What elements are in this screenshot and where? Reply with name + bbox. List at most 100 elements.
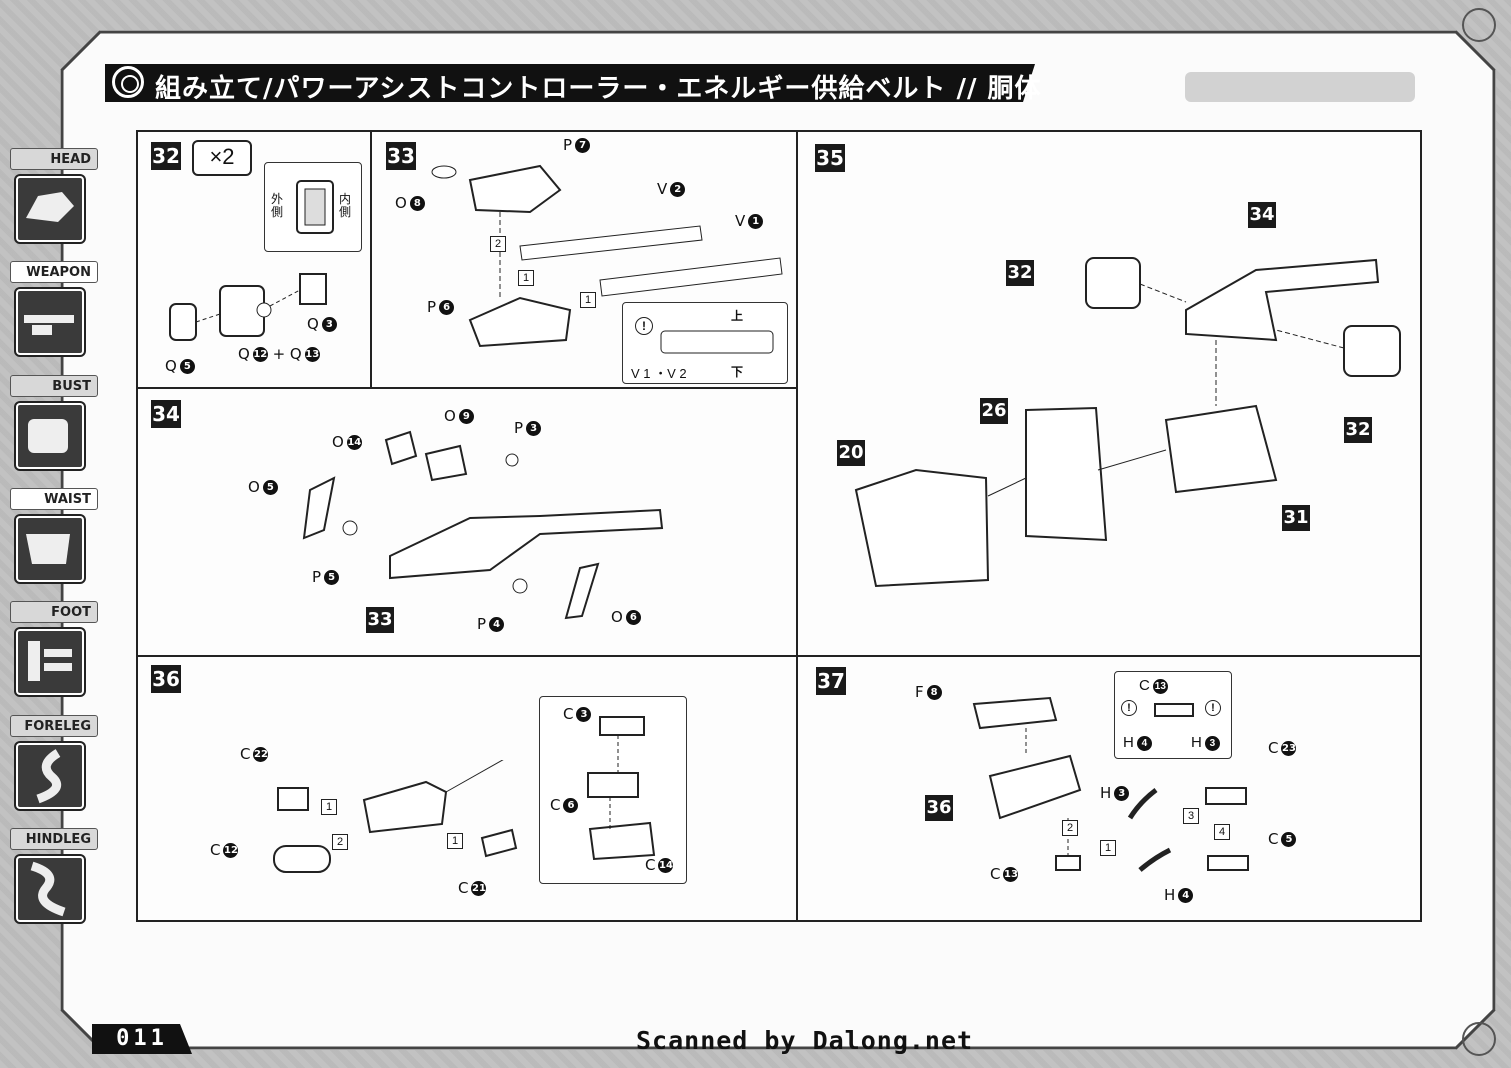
order-marker: 3 bbox=[1183, 808, 1199, 824]
part-diagram bbox=[972, 696, 1249, 872]
multiplier-badge: ×2 bbox=[192, 140, 252, 176]
reference-badge: 33 bbox=[366, 607, 394, 633]
step-number: 35 bbox=[815, 144, 845, 172]
sidebar-item-bust[interactable]: BUST bbox=[6, 367, 102, 475]
sidebar-item-label: HEAD bbox=[10, 148, 98, 170]
detail-inset: 外側 内側 bbox=[264, 162, 362, 252]
gear-icon bbox=[1462, 8, 1496, 42]
part-diagram bbox=[854, 257, 1401, 588]
step-number: 36 bbox=[151, 665, 181, 693]
part-diagram bbox=[587, 716, 656, 861]
compass-icon bbox=[112, 66, 144, 98]
foot-icon bbox=[16, 629, 84, 695]
sidebar-item-label: FOOT bbox=[10, 601, 98, 623]
reference-badge: 34 bbox=[1248, 202, 1276, 228]
warning-icon: ! bbox=[1121, 700, 1137, 716]
sidebar-item-waist[interactable]: WAIST bbox=[6, 480, 102, 588]
divider bbox=[370, 130, 372, 388]
part-diagram bbox=[273, 760, 518, 873]
sidebar-item-weapon[interactable]: WEAPON bbox=[6, 253, 102, 361]
divider bbox=[136, 387, 797, 389]
part-diagram bbox=[302, 430, 664, 620]
reference-badge: 26 bbox=[980, 398, 1008, 424]
bust-icon bbox=[16, 403, 84, 469]
part-diagram bbox=[1154, 703, 1194, 717]
inset-label-up: 上 bbox=[731, 309, 744, 323]
sidebar-item-label: WEAPON bbox=[10, 261, 98, 283]
order-marker: 1 bbox=[321, 799, 337, 815]
part-diagram bbox=[296, 180, 334, 234]
inset-caption: V 1 ・V 2 bbox=[631, 366, 687, 381]
page-number: 011 bbox=[92, 1024, 192, 1054]
step-number: 34 bbox=[151, 400, 181, 428]
order-marker: 1 bbox=[518, 270, 534, 286]
step-number: 32 bbox=[151, 142, 181, 170]
step-number: 33 bbox=[386, 142, 416, 170]
gear-icon bbox=[1462, 1022, 1496, 1056]
inset-label-down: 下 bbox=[731, 365, 744, 379]
inset-label-inner: 内側 bbox=[339, 192, 352, 219]
hindleg-icon bbox=[16, 856, 84, 922]
sidebar-item-label: BUST bbox=[10, 375, 98, 397]
order-marker: 1 bbox=[580, 292, 596, 308]
reference-badge: 32 bbox=[1344, 417, 1372, 443]
weapon-icon bbox=[16, 289, 84, 355]
order-marker: 1 bbox=[447, 833, 463, 849]
page-title: 組み立て/パワーアシストコントローラー・エネルギー供給ベルト // 胴体 bbox=[155, 74, 1042, 104]
order-marker: 2 bbox=[332, 834, 348, 850]
order-marker: 2 bbox=[1062, 820, 1078, 836]
divider bbox=[796, 130, 798, 922]
sidebar-item-label: FORELEG bbox=[10, 715, 98, 737]
part-diagram bbox=[431, 164, 783, 348]
sidebar-item-head[interactable]: HEAD bbox=[6, 140, 102, 248]
warning-icon: ! bbox=[635, 317, 653, 335]
part-diagram bbox=[660, 330, 774, 354]
sidebar-item-foot[interactable]: FOOT bbox=[6, 593, 102, 701]
reference-badge: 36 bbox=[925, 795, 953, 821]
section-header bbox=[105, 64, 1035, 102]
order-marker: 2 bbox=[490, 236, 506, 252]
part-diagram bbox=[169, 273, 327, 341]
head-icon bbox=[16, 176, 84, 242]
order-marker: 1 bbox=[1100, 840, 1116, 856]
detail-inset bbox=[539, 696, 687, 884]
sidebar-item-label: WAIST bbox=[10, 488, 98, 510]
order-marker: 4 bbox=[1214, 824, 1230, 840]
waist-icon bbox=[16, 516, 84, 582]
sidebar-item-label: HINDLEG bbox=[10, 828, 98, 850]
detail-inset: ! 上 下 V 1 ・V 2 bbox=[622, 302, 788, 384]
reference-badge: 20 bbox=[837, 440, 865, 466]
foreleg-icon bbox=[16, 743, 84, 809]
sidebar-item-foreleg[interactable]: FORELEG bbox=[6, 707, 102, 815]
reference-badge: 31 bbox=[1282, 505, 1310, 531]
sidebar-item-hindleg[interactable]: HINDLEG bbox=[6, 820, 102, 928]
